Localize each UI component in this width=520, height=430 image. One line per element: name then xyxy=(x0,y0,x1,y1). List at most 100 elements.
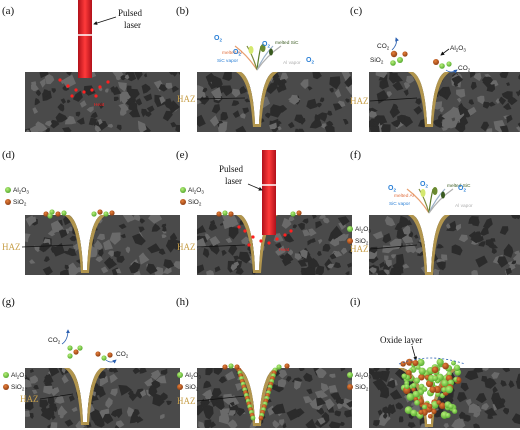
grain xyxy=(275,245,286,256)
al2o3-particle xyxy=(439,63,445,69)
al2o3-particle xyxy=(77,345,83,351)
grain xyxy=(302,266,316,275)
grain xyxy=(491,248,497,254)
grain xyxy=(163,259,175,269)
grain xyxy=(161,234,167,239)
o2-label: O2 xyxy=(233,49,241,57)
grain xyxy=(83,85,96,96)
grain xyxy=(61,368,66,374)
grain xyxy=(28,413,34,419)
grain xyxy=(81,383,90,393)
grain xyxy=(256,369,265,377)
grain xyxy=(498,96,507,105)
grain xyxy=(39,399,49,409)
grain xyxy=(317,251,322,257)
grain xyxy=(95,256,103,263)
co2-label: CO2 xyxy=(48,337,61,345)
grain xyxy=(50,387,60,397)
grain xyxy=(458,102,464,112)
oxide-boundary xyxy=(398,357,466,365)
grain xyxy=(326,406,335,413)
grain xyxy=(62,127,72,132)
grain xyxy=(336,398,344,405)
grain xyxy=(151,223,161,232)
grain xyxy=(116,124,122,131)
grain xyxy=(32,86,38,91)
grain xyxy=(319,97,325,103)
haz-label: HAZ xyxy=(350,96,369,106)
grain xyxy=(159,96,166,105)
grain xyxy=(221,85,233,97)
grain xyxy=(39,72,49,79)
grain xyxy=(113,251,121,259)
grain xyxy=(220,222,224,226)
al2o3-particle xyxy=(61,210,67,216)
grain xyxy=(458,234,468,243)
grain xyxy=(47,396,55,407)
grain xyxy=(383,413,388,419)
panel-label: (f) xyxy=(350,149,361,161)
heat-dot xyxy=(247,243,251,247)
grain xyxy=(110,388,118,397)
grain xyxy=(471,270,479,275)
grain xyxy=(289,94,300,105)
grain xyxy=(126,88,140,101)
grain xyxy=(483,217,493,230)
grain xyxy=(418,119,426,128)
legend-sio2-label: SiO2 xyxy=(355,384,369,392)
grain xyxy=(122,215,136,223)
al2o3-particle xyxy=(401,373,408,379)
co2-label: CO2 xyxy=(377,43,390,51)
grain xyxy=(500,380,507,387)
grain xyxy=(334,88,342,98)
grain xyxy=(132,368,141,375)
grain xyxy=(385,368,390,372)
grain xyxy=(342,119,349,124)
haz-leader-line xyxy=(21,244,74,248)
grain xyxy=(107,123,114,128)
grain xyxy=(385,259,392,268)
grain xyxy=(163,100,174,110)
grain xyxy=(51,88,56,94)
al2o3-particle xyxy=(417,358,425,367)
sio2-particle xyxy=(442,362,449,370)
oxide-layer-label: Oxide layer xyxy=(380,335,422,345)
grain xyxy=(502,368,511,373)
grain xyxy=(42,266,53,275)
grain xyxy=(282,252,294,263)
grain xyxy=(288,216,295,222)
grain xyxy=(294,253,302,261)
al2o3-particle xyxy=(67,353,73,359)
grain xyxy=(316,102,322,108)
grain xyxy=(220,215,233,224)
grain xyxy=(71,406,78,412)
grain xyxy=(230,219,239,228)
grain xyxy=(282,422,287,428)
grain xyxy=(227,419,238,428)
al2o3-arrow xyxy=(440,48,450,56)
grain xyxy=(369,110,377,118)
grain xyxy=(315,265,325,275)
grain xyxy=(198,421,205,428)
grain xyxy=(388,404,393,408)
haz-label: HAZ xyxy=(177,396,196,406)
grain xyxy=(155,375,167,384)
grain xyxy=(379,387,389,396)
grain xyxy=(324,398,335,411)
haz-leader-line xyxy=(39,393,74,400)
grain xyxy=(277,126,282,131)
grain xyxy=(64,115,77,125)
al2o3-particle xyxy=(422,404,428,410)
grain xyxy=(294,128,300,132)
legend-al2o3-label: Al2O3 xyxy=(355,372,371,380)
grain xyxy=(118,384,132,396)
grain xyxy=(456,97,462,103)
sio2-particle xyxy=(216,211,222,217)
grain xyxy=(376,269,388,275)
grain xyxy=(394,270,402,275)
grain xyxy=(392,80,404,91)
al-vapor-label: Al vapor xyxy=(283,60,301,66)
heat-dot xyxy=(243,229,247,233)
grain xyxy=(86,106,94,113)
